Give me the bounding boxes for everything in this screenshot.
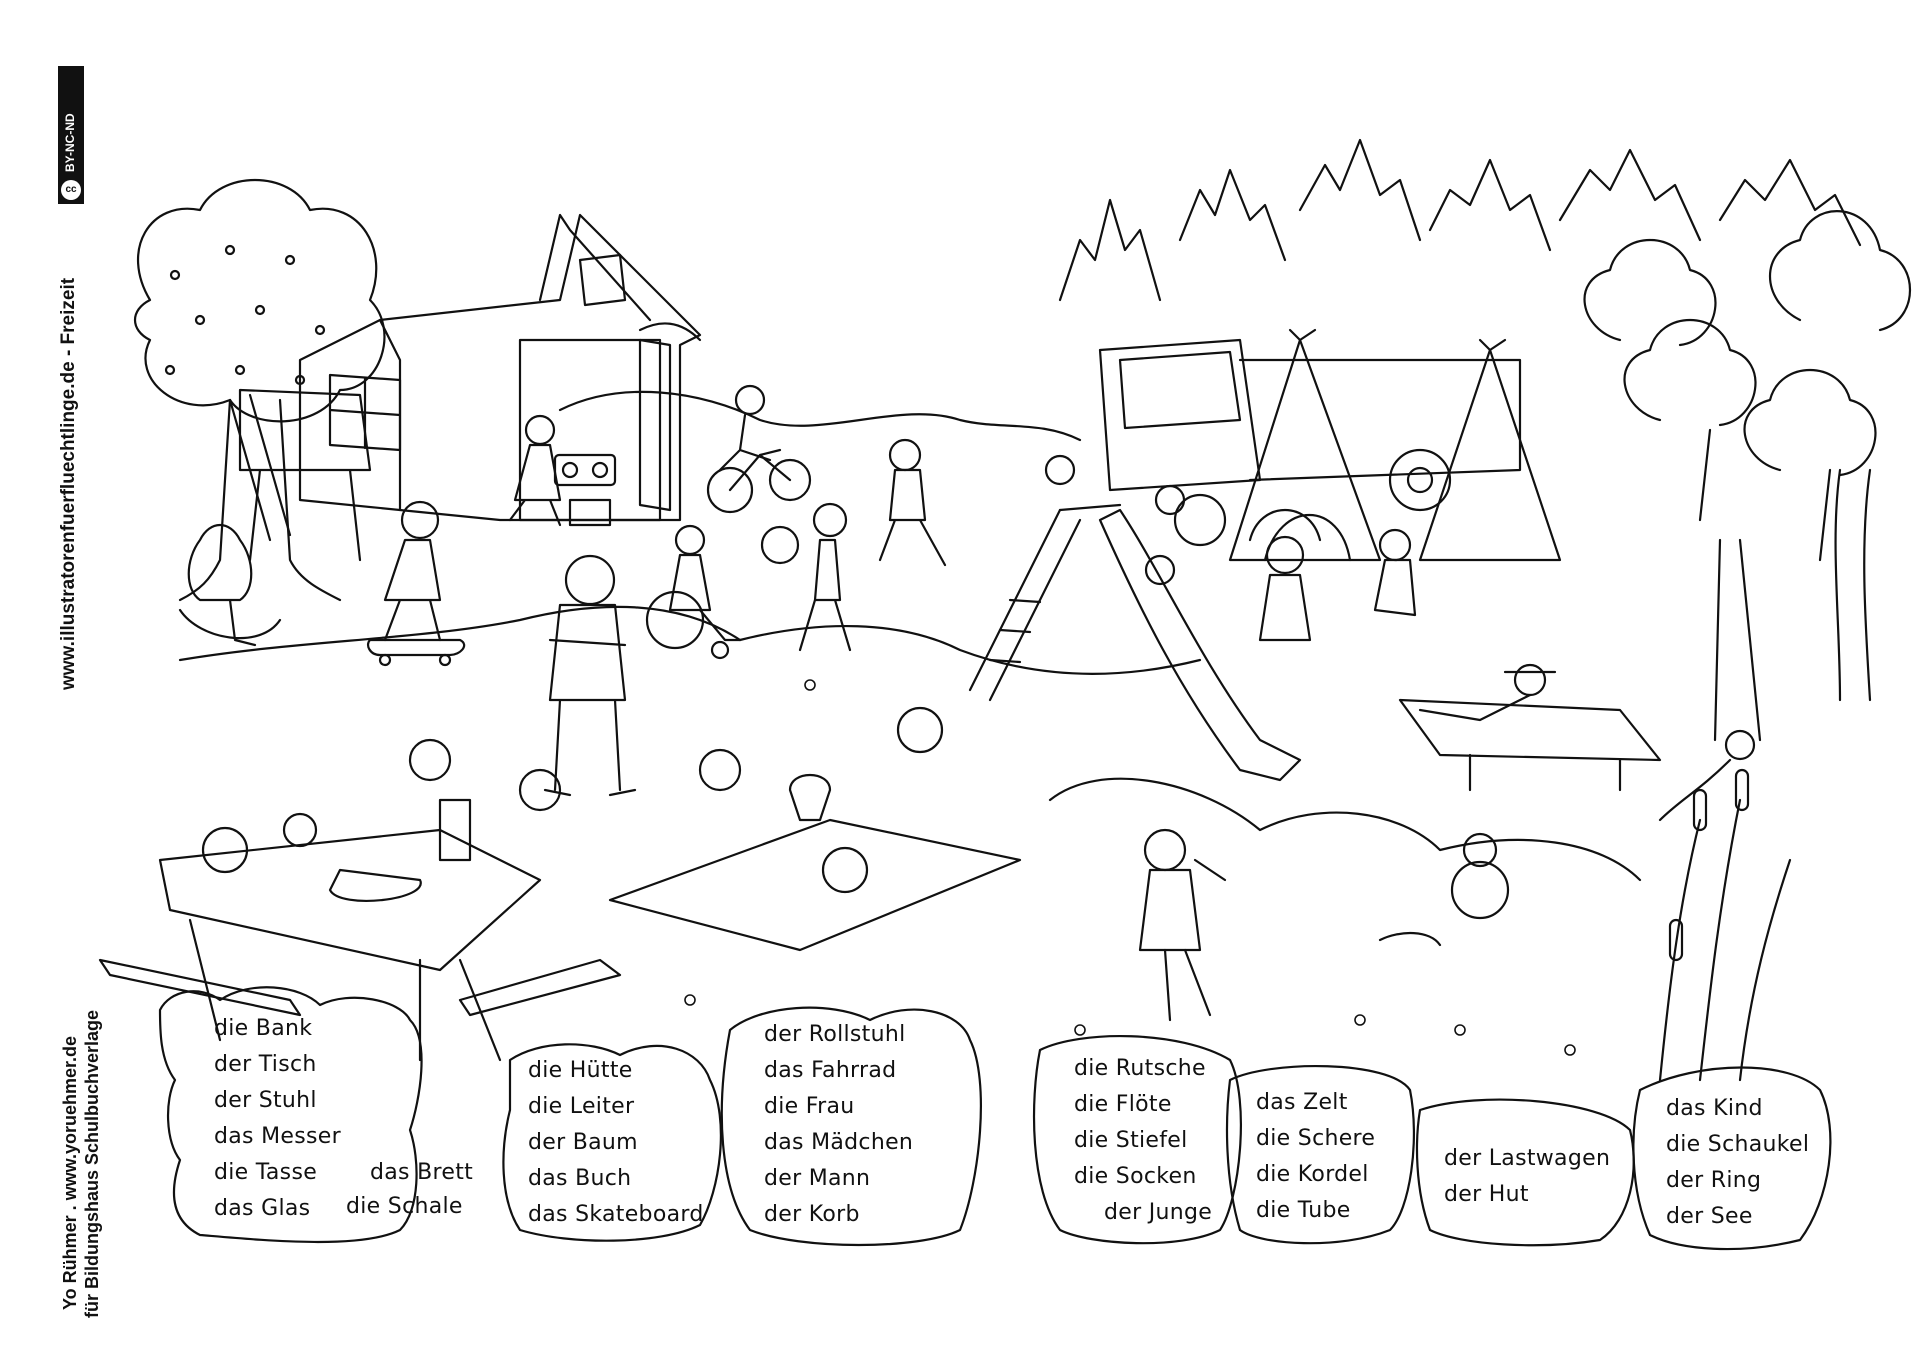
bubble-3: [720, 1006, 982, 1247]
truck-lastwagen: [1098, 338, 1522, 547]
word-die-schaukel: die Schaukel: [1666, 1132, 1810, 1157]
swimming-ring: [1450, 860, 1510, 920]
kid-on-slide: [1144, 554, 1176, 586]
forest-trees: [1058, 138, 1912, 702]
kid-climbing-ladder: [1044, 454, 1076, 486]
boy-with-ball: [760, 502, 852, 652]
word-der-hut: der Hut: [1444, 1182, 1529, 1207]
word-der-stuhl: der Stuhl: [214, 1088, 317, 1113]
word-das-skateboard: das Skateboard: [528, 1202, 704, 1227]
bubble-5: [1225, 1064, 1415, 1245]
word-das-zelt: das Zelt: [1256, 1090, 1348, 1115]
apple-tree: [134, 179, 386, 602]
boy-at-table-left: [201, 826, 249, 874]
word-das-maedchen: das Mädchen: [764, 1130, 914, 1155]
lake-see: [1048, 777, 1642, 947]
word-der-mann: der Mann: [764, 1166, 871, 1191]
reeds: [1658, 768, 1792, 1082]
word-der-junge: der Junge: [1104, 1200, 1213, 1225]
bubble-1: [158, 986, 423, 1244]
word-der-korb: der Korb: [764, 1202, 860, 1227]
word-die-bank: die Bank: [214, 1016, 313, 1041]
hillside: [558, 390, 1082, 442]
word-der-baum: der Baum: [528, 1130, 638, 1155]
word-die-schere: die Schere: [1256, 1126, 1376, 1151]
kid-dancing-in-hut: [508, 414, 617, 527]
word-die-socken: die Socken: [1074, 1164, 1197, 1189]
word-der-tisch: der Tisch: [214, 1052, 317, 1077]
bubble-2: [502, 1043, 723, 1242]
word-die-schale: die Schale: [346, 1194, 463, 1219]
woman-on-blanket: [896, 706, 944, 754]
bubble-7: [1632, 1066, 1832, 1251]
boy-on-bicycle: [706, 384, 812, 514]
tents-tipi: [1228, 328, 1562, 562]
running-boy-shirt-8: [878, 438, 947, 567]
word-das-kind: das Kind: [1666, 1096, 1763, 1121]
word-die-kordel: die Kordel: [1256, 1162, 1369, 1187]
man-sitting-on-blanket: [821, 846, 869, 894]
word-die-stiefel: die Stiefel: [1074, 1128, 1188, 1153]
bubble-4: [1032, 1034, 1242, 1245]
cc-license-badge: cc BY-NC-ND: [58, 66, 84, 204]
child-in-ring: [1462, 832, 1498, 868]
cc-icon: cc: [61, 180, 81, 200]
word-das-buch: das Buch: [528, 1166, 632, 1191]
hut-cabin: [228, 213, 702, 562]
word-die-tube: die Tube: [1256, 1198, 1351, 1223]
girl-on-blanket: [698, 748, 742, 792]
word-das-messer: das Messer: [214, 1124, 341, 1149]
word-die-tasse: die Tasse: [214, 1160, 318, 1185]
word-der-lastwagen: der Lastwagen: [1444, 1146, 1611, 1171]
woman-with-hat-lying: [1398, 663, 1662, 792]
kid-on-swing: [1658, 538, 1762, 822]
word-die-floete: die Flöte: [1074, 1092, 1172, 1117]
word-das-fahrrad: das Fahrrad: [764, 1058, 897, 1083]
word-der-see: der See: [1666, 1204, 1753, 1229]
girl-with-hat-at-table: [408, 738, 452, 782]
man-standing-arms-crossed: [543, 554, 637, 797]
picnic-blanket: [608, 706, 1022, 952]
word-das-glas: das Glas: [214, 1196, 311, 1221]
word-die-frau: die Frau: [764, 1094, 855, 1119]
slide-rutsche: [968, 503, 1302, 782]
kid-on-skateboard: [366, 500, 466, 667]
child-in-wheelchair: [645, 524, 742, 660]
boy-playing-flute: [1138, 828, 1227, 1022]
child-in-feather-headdress: [1248, 508, 1322, 642]
word-das-brett: das Brett: [370, 1160, 474, 1185]
word-die-huette: die Hütte: [528, 1058, 633, 1083]
word-der-rollstuhl: der Rollstuhl: [764, 1022, 906, 1047]
word-die-leiter: die Leiter: [528, 1094, 635, 1119]
word-die-rutsche: die Rutsche: [1074, 1056, 1206, 1081]
child-with-scissors: [1373, 528, 1417, 617]
picnic-table: [98, 798, 622, 1062]
boy-drinking-at-table: [518, 768, 562, 812]
girl-reading-book: [178, 524, 282, 647]
kid-standing-slide: [1154, 484, 1186, 516]
bubble-6: [1415, 1098, 1635, 1247]
word-der-ring: der Ring: [1666, 1168, 1762, 1193]
basket: [788, 774, 832, 822]
